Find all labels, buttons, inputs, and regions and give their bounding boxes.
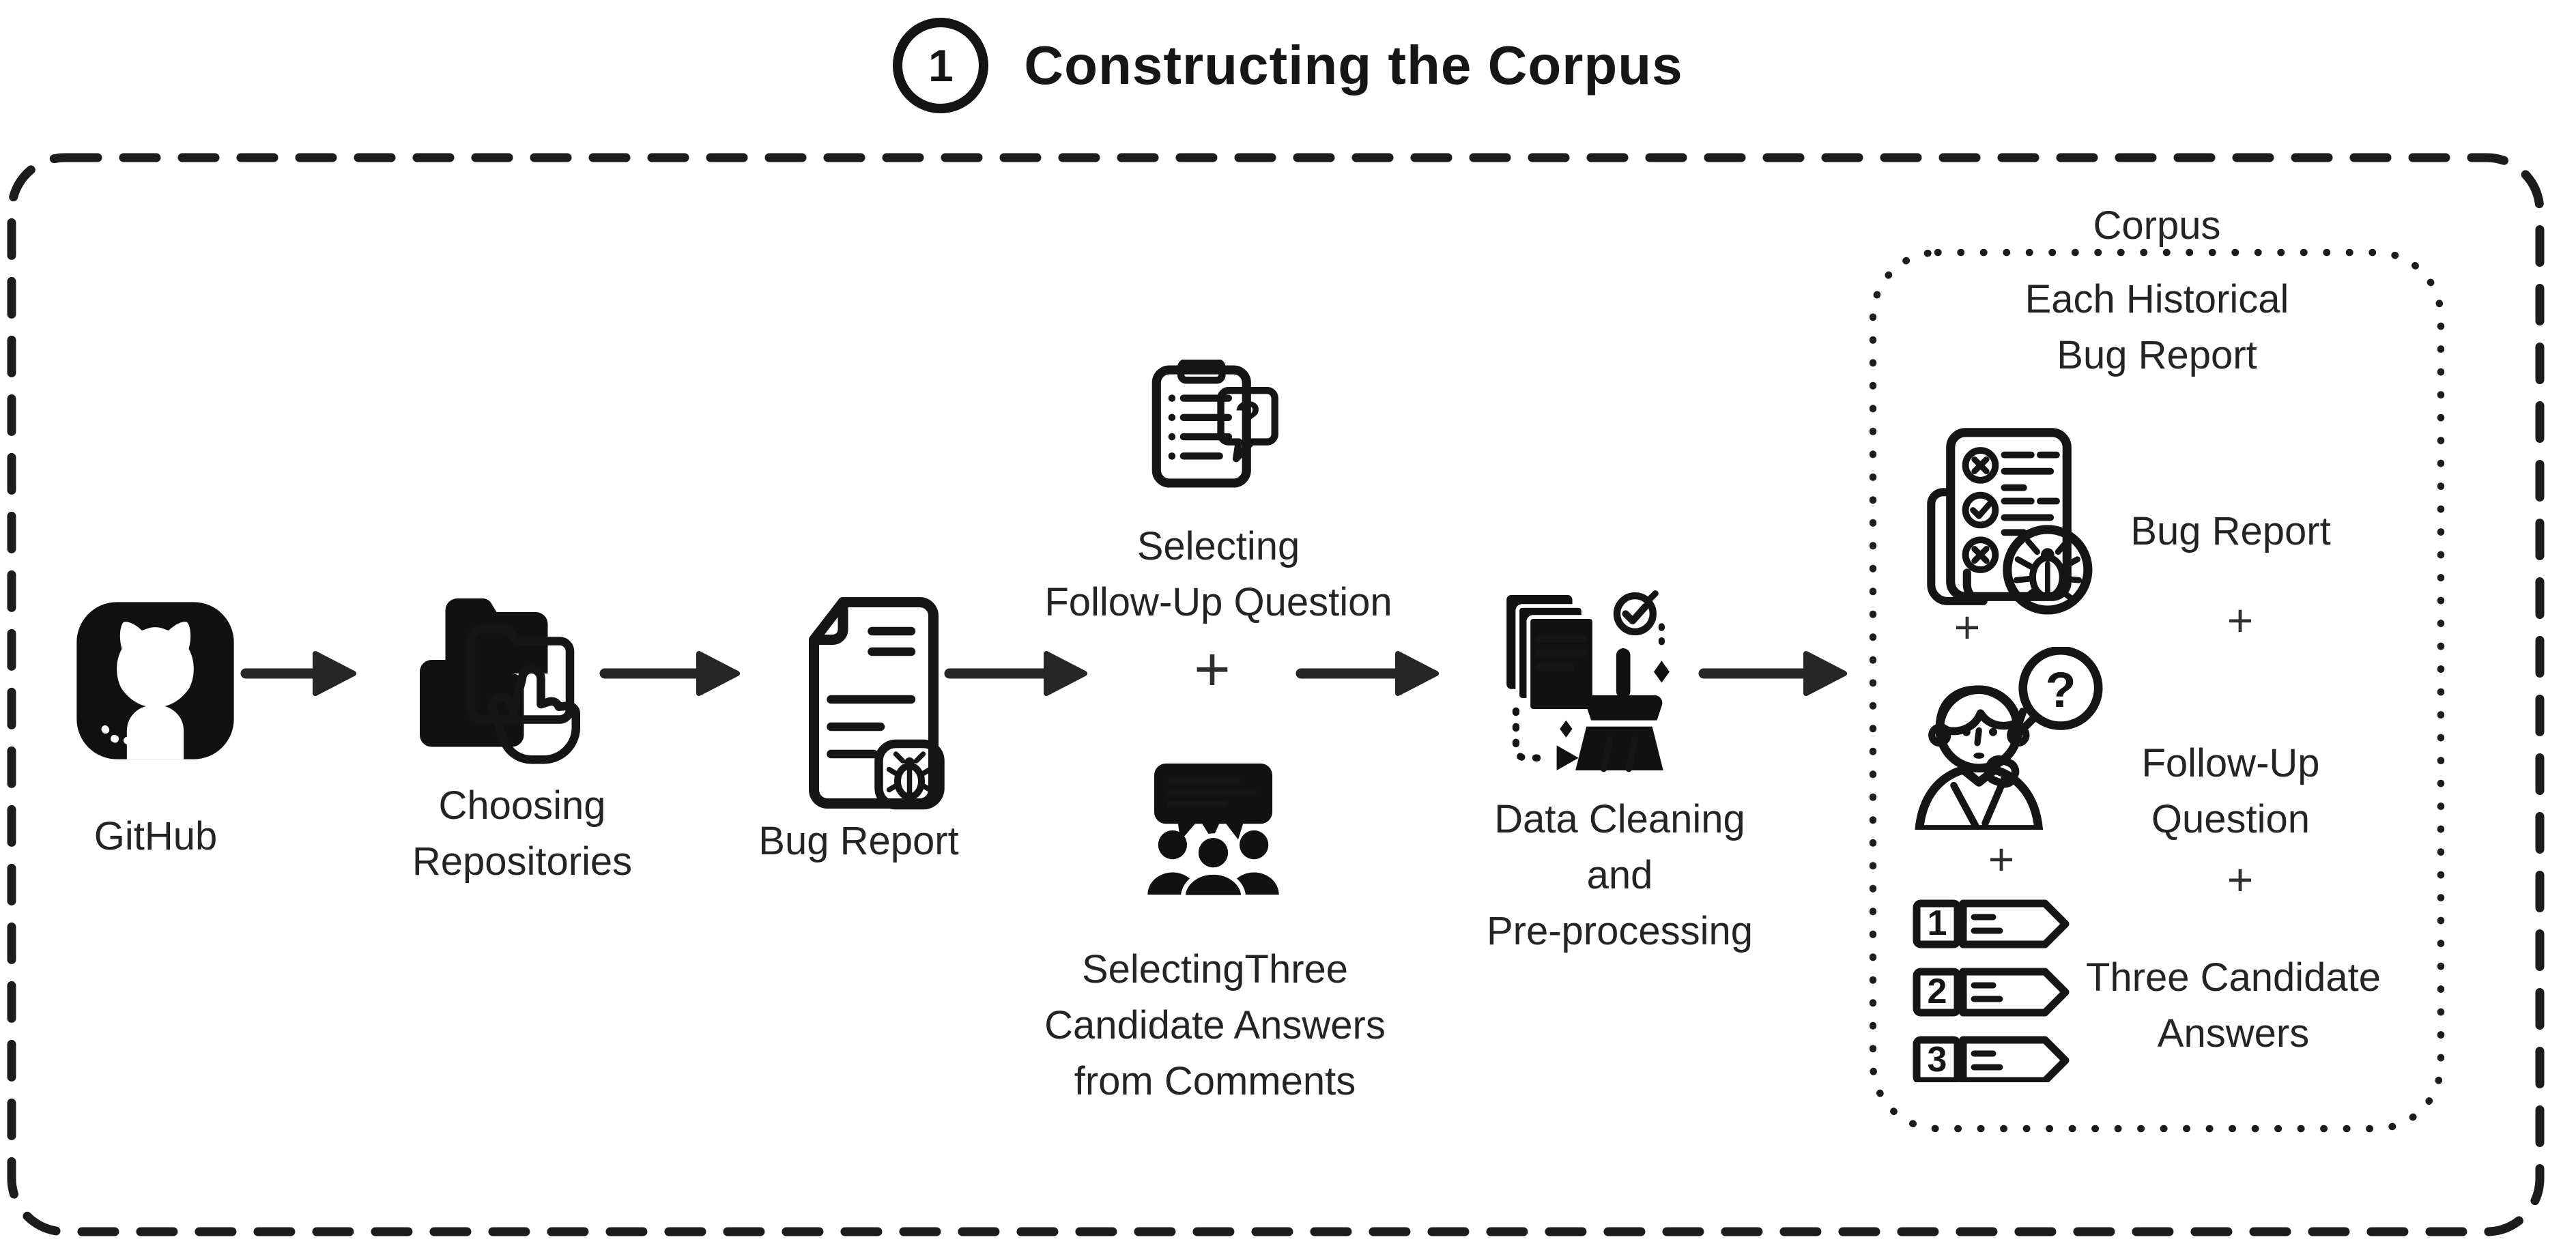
answer-tag-2: 2: [1913, 968, 2070, 1017]
person-question-icon: ?: [1915, 647, 2103, 830]
arrow-right-icon: [1296, 651, 1439, 696]
selecting-question-label: Selecting Follow-Up Question: [1044, 524, 1392, 624]
github-icon: [76, 602, 234, 759]
choosing-repositories-label: Choosing Repositories: [412, 783, 633, 884]
clipboard-question-icon: ?: [1151, 360, 1278, 488]
arrow-right-icon: [944, 651, 1087, 696]
page-title: Constructing the Corpus: [1024, 35, 1683, 96]
answer-tag-3: 3: [1913, 1036, 2070, 1082]
arrow-right-icon: [1698, 651, 1847, 696]
corpus-title: Corpus: [2093, 203, 2221, 248]
bug-document-icon: [809, 597, 945, 810]
svg-text:2: 2: [1928, 972, 1947, 1011]
corpus-dotted-box: [1869, 248, 2445, 1133]
arrow-right-icon: [240, 651, 356, 696]
arrow-right-icon: [599, 651, 740, 696]
corpus-answers-label: Three Candidate Answers: [2085, 955, 2381, 1056]
plus-sign: +: [1988, 834, 2015, 884]
plus-sign: +: [2227, 595, 2254, 646]
question-mark-glyph: ?: [1235, 392, 1261, 441]
svg-text:3: 3: [1928, 1040, 1947, 1080]
selecting-answers-label: SelectingThree Candidate Answers from Co…: [1044, 947, 1386, 1103]
svg-text:1: 1: [1928, 903, 1947, 943]
bug-report-label: Bug Report: [758, 819, 959, 863]
plus-sign: +: [1194, 635, 1231, 704]
step-number-badge: 1: [893, 18, 989, 113]
question-mark-glyph: ?: [2045, 661, 2076, 718]
numbered-answers-icon: 1 2 3: [1913, 899, 2070, 1082]
corpus-bug-report-label: Bug Report: [2130, 509, 2331, 553]
bug-report-checklist-icon: [1927, 428, 2093, 615]
corpus-follow-up-label: Follow-Up Question: [2141, 741, 2320, 841]
crowd-comments-icon: [1147, 763, 1279, 897]
github-label: GitHub: [94, 814, 218, 858]
step-number: 1: [928, 40, 954, 91]
plus-sign: +: [2227, 854, 2254, 905]
diagram-title-row: 1 Constructing the Corpus: [0, 18, 2576, 113]
plus-sign: +: [1954, 602, 1981, 652]
answer-tag-1: 1: [1913, 899, 2070, 948]
data-cleaning-label: Data Cleaning and Pre-processing: [1486, 797, 1754, 953]
documents-broom-icon: [1506, 590, 1670, 772]
folders-click-icon: [420, 598, 581, 764]
outer-dashed-box: [7, 153, 2545, 1236]
corpus-heading: Each Historical Bug Report: [2024, 277, 2289, 377]
